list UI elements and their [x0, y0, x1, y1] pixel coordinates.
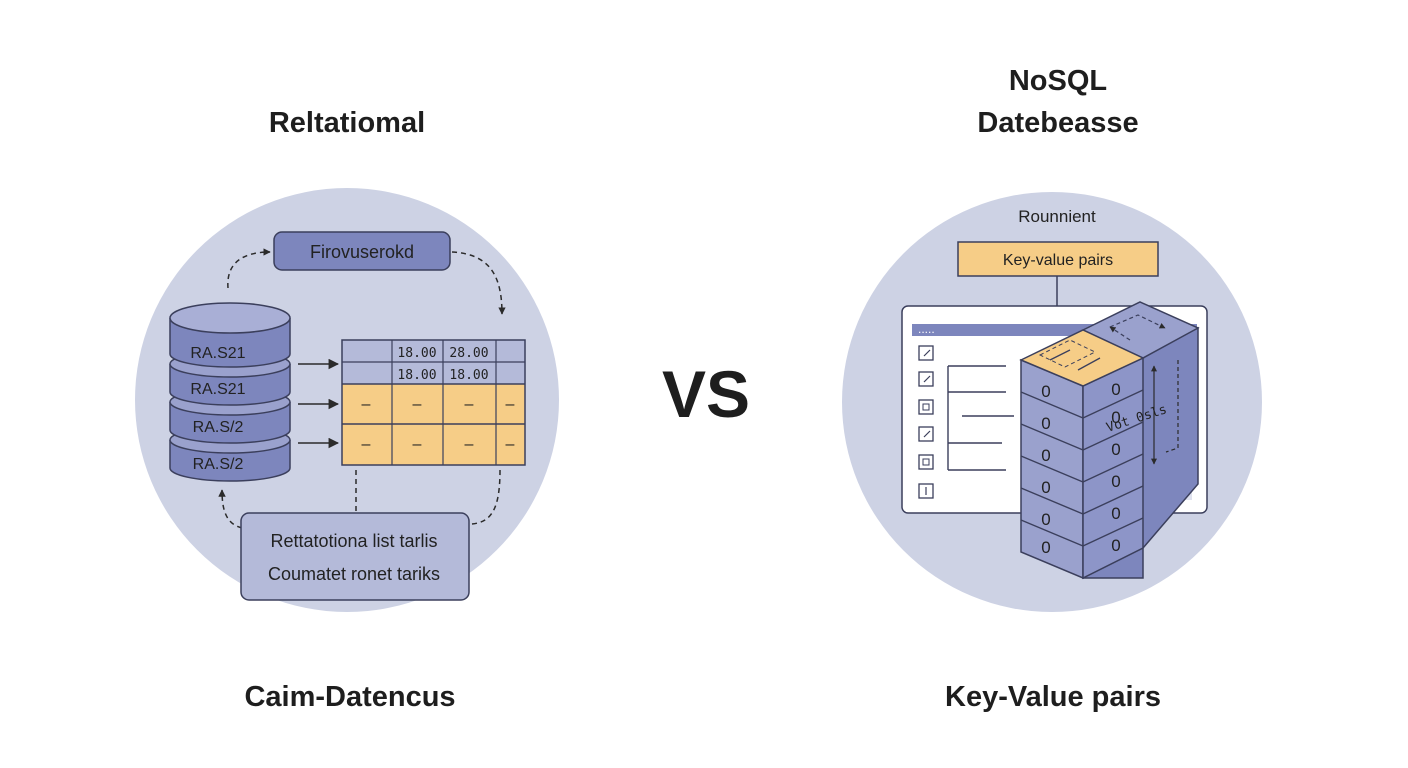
dashed-line-table-right-to-bottom-box [471, 469, 501, 525]
vs-label: VS [661, 357, 751, 431]
cylinder-label-4: RA.S/2 [193, 456, 244, 473]
relational-bottom-box [240, 512, 470, 601]
document-icon [918, 483, 934, 499]
stack-top-highlight [1019, 329, 1145, 387]
dashed-arrow-bottom-box-to-db [218, 489, 243, 529]
document-icon [918, 345, 934, 361]
key-value-stack: Vot 0sls 0 0 0 0 0 0 0 0 0 0 0 0 0 0 [1019, 301, 1200, 580]
table-cell: – [362, 436, 371, 453]
nosql-title-line2: Datebeasse [977, 107, 1139, 139]
table-cell: 18.00 [397, 368, 436, 383]
stack-value: 0 [1041, 538, 1050, 557]
relational-caption: Caim-Datencus [244, 681, 456, 713]
cylinder-label-2: RA.S21 [190, 381, 245, 398]
stack-value: 0 [1041, 446, 1050, 465]
document-icon [918, 426, 934, 442]
relational-bottom-box-line-2: Coumatet ronet tariks [268, 564, 440, 584]
stack-value: 0 [1111, 536, 1120, 555]
nosql-top-label: Rounnient [1018, 207, 1096, 226]
table-cell: 18.00 [449, 368, 488, 383]
window-dots: ..... [918, 322, 935, 336]
document-icon [918, 454, 934, 470]
document-icon [918, 399, 934, 415]
key-value-caption: Key-Value pairs [945, 681, 1161, 713]
cylinder-label-3: RA.S/2 [193, 419, 244, 436]
stack-value: 0 [1111, 380, 1120, 399]
table-cell: 28.00 [449, 346, 488, 361]
relational-title: Reltatiomal [268, 107, 426, 139]
stack-value: 0 [1041, 478, 1050, 497]
stack-value: 0 [1041, 382, 1050, 401]
table-cell: 18.00 [397, 346, 436, 361]
table-cell: – [413, 396, 422, 413]
table-cell: – [465, 396, 474, 413]
table-cell: – [465, 436, 474, 453]
table-cell: – [362, 396, 371, 413]
key-value-label-box [957, 241, 1159, 277]
table-cell: – [413, 436, 422, 453]
relational-panel: Firovuserokd RA.S21 RA.S21 RA.S/2 RA.S/2 [135, 188, 559, 612]
stack-value: 0 [1111, 504, 1120, 523]
table-cell: – [506, 396, 515, 413]
stack-value: 0 [1041, 414, 1050, 433]
stack-value: 0 [1111, 440, 1120, 459]
relational-top-box-label: Firovuserokd [310, 242, 414, 262]
dashed-arrow-top-box-to-table [451, 251, 506, 315]
stack-value: 0 [1111, 408, 1120, 427]
tree-lines [947, 365, 1014, 471]
relational-top-box [273, 231, 451, 271]
relational-table: 18.00 28.00 18.00 18.00 – – – – – – – – [341, 339, 526, 466]
cylinder-label-1: RA.S21 [190, 345, 245, 362]
document-icon [918, 371, 934, 387]
key-value-label-text: Key-value pairs [1003, 252, 1113, 269]
nosql-panel: Rounnient Key-value pairs ..... [842, 192, 1262, 612]
table-cell: – [506, 436, 515, 453]
dashed-arrow-db-to-top-box [227, 248, 271, 289]
stack-value: 0 [1041, 510, 1050, 529]
relational-bottom-box-line-1: Rettatotiona list tarlis [270, 531, 437, 551]
stack-value: 0 [1111, 472, 1120, 491]
nosql-title-line1: NoSQL [1008, 65, 1108, 97]
database-cylinder-stack: RA.S21 RA.S21 RA.S/2 RA.S/2 [169, 302, 291, 482]
